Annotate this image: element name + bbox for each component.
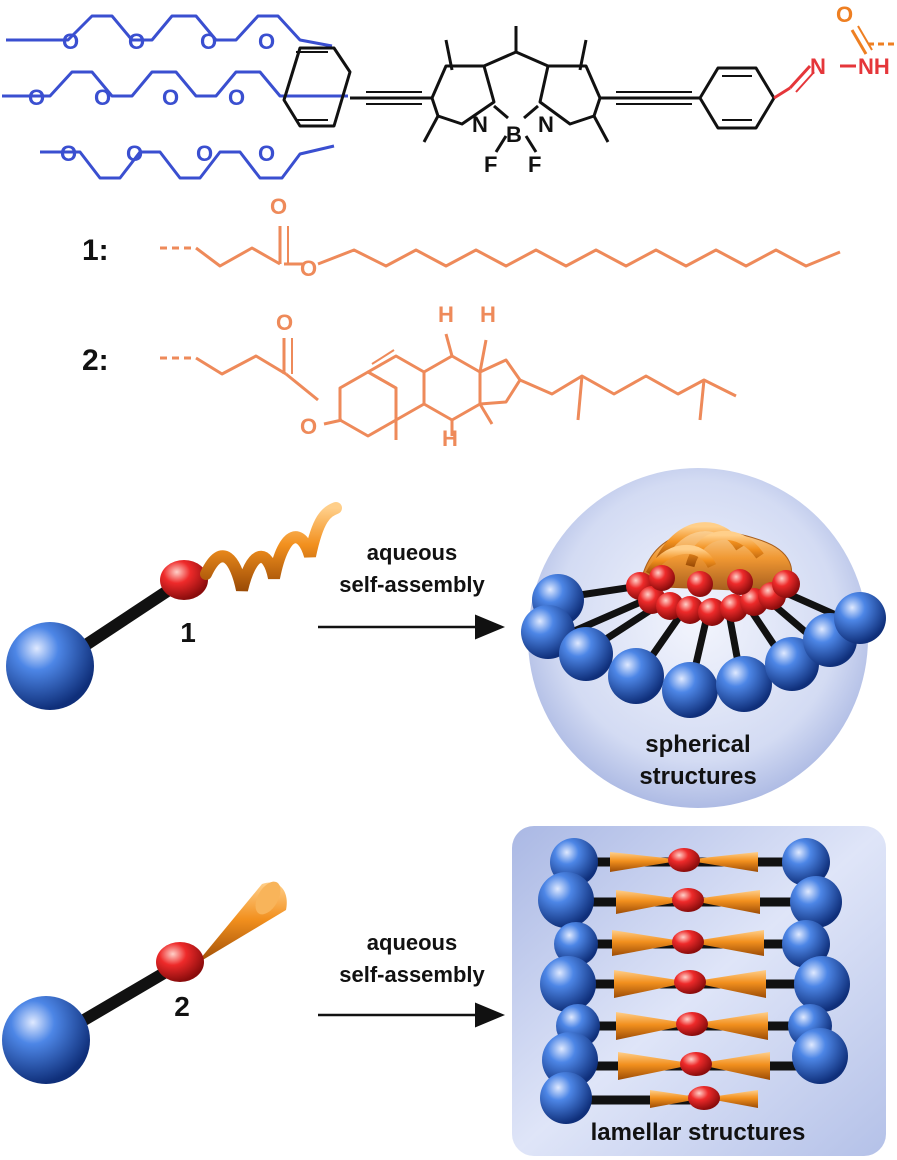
bilayer-row — [540, 1072, 758, 1124]
hydrazone-linker — [773, 64, 856, 100]
fluorine-atom: F — [484, 152, 497, 177]
core-atoms: N N B F F — [472, 112, 554, 177]
compound-1-tail: 1: O O — [82, 194, 841, 281]
oxygen-atom: O — [128, 29, 145, 54]
fluorine-atom: F — [528, 152, 541, 177]
oxygen-atom: O — [62, 29, 79, 54]
compound-label: 2: — [82, 344, 109, 377]
nitrogen-atom: N — [472, 112, 488, 137]
bilayer-row — [554, 920, 830, 968]
model-label: 1 — [180, 617, 196, 648]
scheme-1: 1 aqueous self-assembly — [6, 468, 886, 808]
nitrogen-atom: N — [810, 54, 826, 79]
peg-oxygen-atoms: O O O O O O O O O O O O — [28, 29, 275, 166]
spherical-structure-panel: spherical structures — [521, 468, 886, 808]
oxygen-atom: O — [60, 141, 77, 166]
peg-chain-middle — [2, 70, 348, 98]
oxygen-atom: O — [196, 141, 213, 166]
linker-bead — [160, 560, 208, 600]
model-label: 2 — [174, 991, 190, 1022]
boron-atom: B — [506, 122, 522, 147]
peg-chains — [2, 14, 348, 180]
oxygen-atom: O — [28, 85, 45, 110]
bilayer-row — [538, 872, 842, 928]
oxygen-atom: O — [258, 29, 275, 54]
amphiphile-model-1 — [6, 502, 342, 710]
product-label-line2: structures — [639, 763, 756, 790]
hydrogen-atom: H — [442, 426, 458, 451]
hydrophilic-sphere — [6, 622, 94, 710]
linker-bead — [156, 942, 204, 982]
nitrogen-atom: N — [538, 112, 554, 137]
peg-chain-top — [6, 14, 333, 48]
product-label-line1: spherical — [645, 731, 750, 758]
benzene-ring — [282, 46, 352, 128]
hydrophilic-sphere — [2, 996, 90, 1084]
bodipy-core — [282, 26, 776, 153]
product-label: lamellar structures — [591, 1119, 806, 1146]
hydrogen-atom: H — [438, 302, 454, 327]
oxygen-atom: O — [200, 29, 217, 54]
oxygen-atom: O — [300, 414, 317, 439]
oxygen-atom: O — [162, 85, 179, 110]
peg-chain-bottom — [40, 144, 335, 180]
bilayer-row — [540, 956, 850, 1012]
oxygen-atom: O — [94, 85, 111, 110]
arrow-label-line1: aqueous — [367, 540, 457, 565]
hydrogen-atom: H — [480, 302, 496, 327]
arrow-label-line1: aqueous — [367, 930, 457, 955]
alkyl-tail-ribbon — [200, 502, 342, 592]
amphiphile-model-2 — [2, 881, 287, 1084]
compound-2-tail: 2: O — [82, 302, 737, 451]
oxygen-atom: O — [258, 141, 275, 166]
arrow-label-line2: self-assembly — [339, 962, 485, 987]
oxygen-atom: O — [276, 310, 293, 335]
arrow-label-line2: self-assembly — [339, 572, 485, 597]
scheme-2: 2 aqueous self-assembly — [2, 826, 886, 1156]
oxygen-atom: O — [126, 141, 143, 166]
oxygen-atom: O — [836, 2, 853, 27]
compound-label: 1: — [82, 234, 109, 267]
oxygen-atom: O — [300, 256, 317, 281]
bodipy-molecule: O O O O O O O O O O O O — [2, 2, 896, 180]
bilayer-row — [542, 1028, 848, 1088]
linker-atoms: N NH — [810, 54, 890, 79]
carbonyl-group — [850, 25, 896, 55]
oxygen-atom: O — [228, 85, 245, 110]
nh-group: NH — [858, 54, 890, 79]
oxygen-atom: O — [270, 194, 287, 219]
lamellar-structure-panel: lamellar structures — [512, 826, 886, 1156]
